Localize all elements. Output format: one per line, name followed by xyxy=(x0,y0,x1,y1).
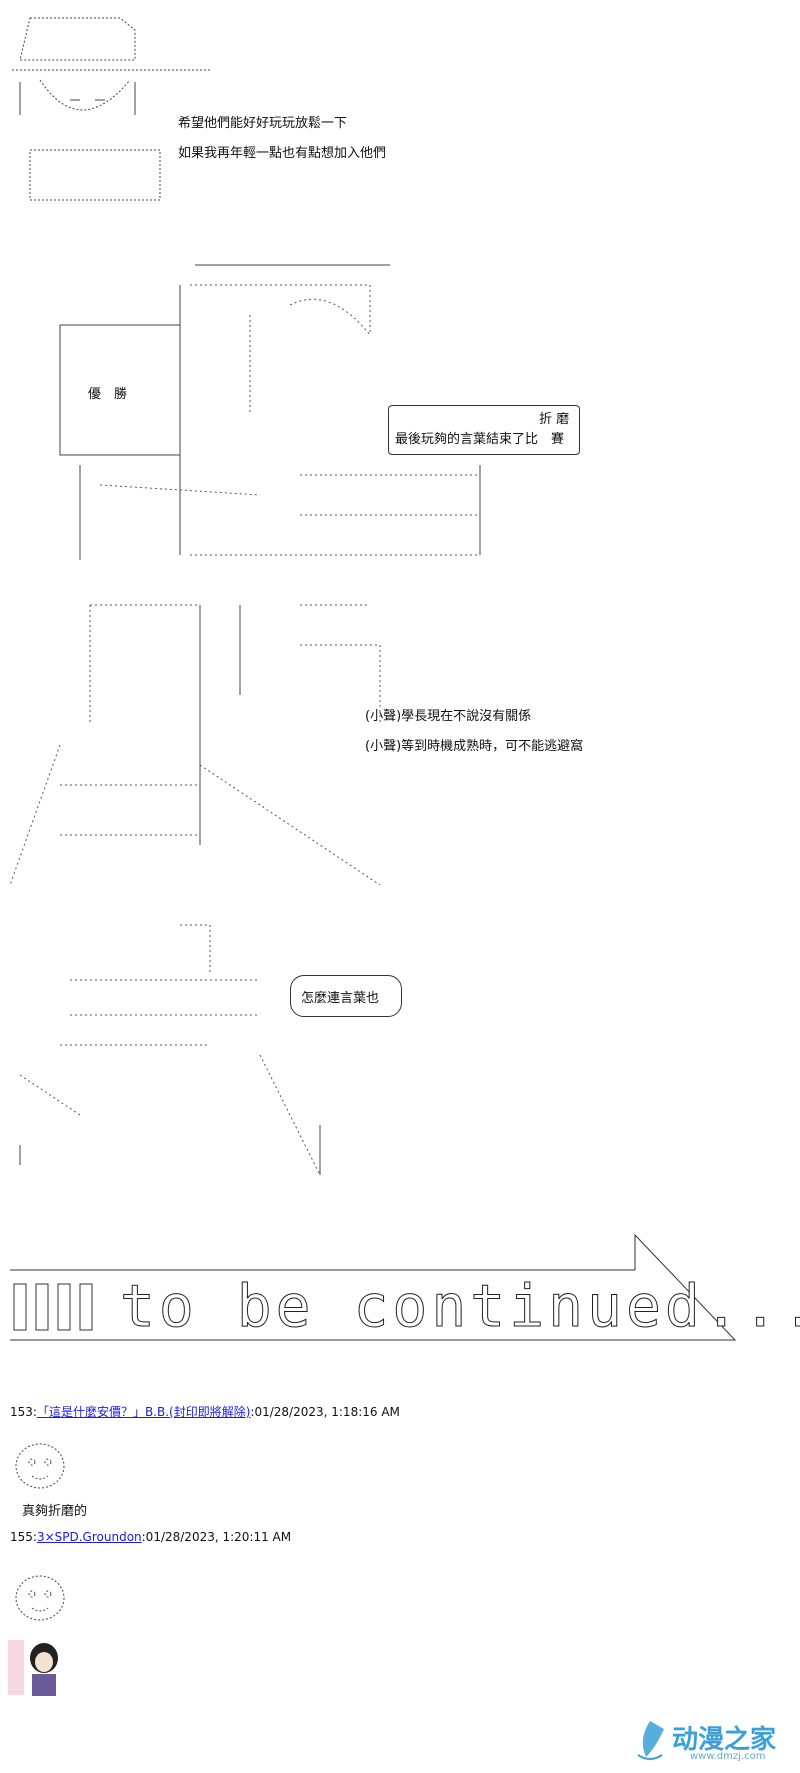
post-number: 155: xyxy=(10,1530,37,1544)
whisper-line-2: (小聲)等到時機成熟時，可不能逃避窩 xyxy=(365,739,584,754)
speech-bubble-2: 折 磨 最後玩夠的言葉結束了比 賽 xyxy=(388,405,580,455)
to-be-continued-banner: to be continued... xyxy=(0,1230,800,1350)
dialog-line-1: 希望他們能好好玩玩放鬆一下 xyxy=(178,116,348,131)
bubble-4-text: 怎麼連言葉也 xyxy=(301,991,380,1006)
bubble-2-top: 折 磨 xyxy=(539,412,570,427)
aa-scene-4 xyxy=(19,924,321,1176)
post-153-header: 153:「這是什麼安價？」B.B.(封印即將解除):01/28/2023, 1:… xyxy=(10,1403,400,1420)
aa-character-1 xyxy=(12,17,210,201)
post-155-header: 155:3×SPD.Groundon:01/28/2023, 1:20:11 A… xyxy=(10,1530,291,1544)
site-watermark: 动漫之家 www.dmzj.com xyxy=(630,1717,790,1765)
parallel-bars xyxy=(12,1282,112,1332)
post-153-body: 真夠折磨的 xyxy=(22,1504,88,1519)
aa-scene-2 xyxy=(59,264,481,560)
anime-girl-sticker xyxy=(8,1640,58,1696)
panel-3: (小聲)學長現在不說沒有關係 (小聲)等到時機成熟時，可不能逃避窩 xyxy=(0,585,800,885)
panel-2: 優 勝 折 磨 最後玩夠的言葉結束了比 賽 xyxy=(0,255,800,575)
post-timestamp: :01/28/2023, 1:20:11 AM xyxy=(141,1530,292,1544)
dialog-line-2: 如果我再年輕一點也有點想加入他們 xyxy=(178,146,387,161)
panel-4: 怎麼連言葉也 xyxy=(0,915,800,1215)
panel-1: 希望他們能好好玩玩放鬆一下 如果我再年輕一點也有點想加入他們 xyxy=(0,0,800,230)
post-timestamp: :01/28/2023, 1:18:16 AM xyxy=(250,1405,400,1419)
watermark-brand: 动漫之家 xyxy=(672,1725,777,1755)
speech-bubble-4: 怎麼連言葉也 xyxy=(290,975,402,1017)
whisper-line-1: (小聲)學長現在不說沒有關係 xyxy=(365,709,532,724)
watermark-url: www.dmzj.com xyxy=(690,1751,766,1762)
post-author-link[interactable]: 「這是什麼安價？」B.B.(封印即將解除) xyxy=(36,1405,251,1419)
aa-scene-3 xyxy=(9,604,381,885)
post-author-link[interactable]: 3×SPD.Groundon xyxy=(36,1530,142,1544)
reaction-face-icon xyxy=(15,1575,65,1621)
arrow-shape xyxy=(10,1233,737,1341)
post-number: 153: xyxy=(10,1405,37,1419)
reaction-face-icon xyxy=(15,1443,65,1489)
to-be-continued-text: to be continued... xyxy=(120,1272,800,1341)
victory-sign-label: 優 勝 xyxy=(88,387,128,402)
bubble-2-main: 最後玩夠的言葉結束了比 賽 xyxy=(395,432,565,447)
watermark-logo-icon xyxy=(637,1721,664,1760)
